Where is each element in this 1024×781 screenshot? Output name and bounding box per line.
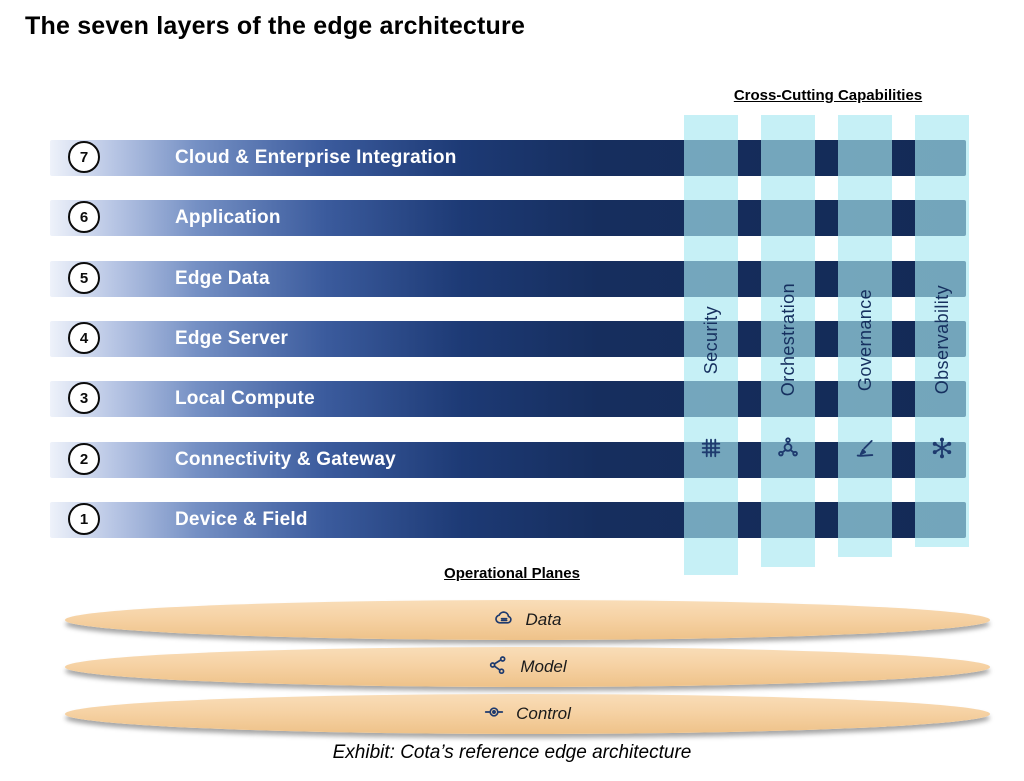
plane-row-control: Control (65, 694, 990, 734)
capability-column-governance: Governance (838, 115, 892, 557)
layer-number-badge: 6 (68, 201, 100, 233)
network-nodes-icon (488, 655, 508, 680)
layer-row-6: 6 Application (50, 200, 966, 236)
capability-label: Governance (854, 288, 875, 392)
layer-row-7: 7 Cloud & Enterprise Integration (50, 140, 966, 176)
layer-label: Application (175, 207, 281, 228)
page-title: The seven layers of the edge architectur… (25, 12, 526, 40)
plane-row-model: Model (65, 647, 990, 687)
layer-number-badge: 5 (68, 262, 100, 294)
capability-label: Security (700, 305, 721, 375)
plane-label: Control (516, 704, 571, 723)
capability-label: Orchestration (777, 283, 798, 397)
capability-label: Observability (931, 285, 952, 395)
plane-row-data: Data (65, 600, 990, 640)
layer-row-2: 2 Connectivity & Gateway (50, 442, 966, 478)
layer-label: Edge Server (175, 328, 289, 349)
plane-label: Model (520, 657, 567, 676)
layer-row-5: 5 Edge Data (50, 261, 966, 297)
layer-number-badge: 2 (68, 443, 100, 475)
exhibit-caption: Exhibit: Cota’s reference edge architect… (332, 742, 692, 763)
capability-label-wrap: Observability (915, 235, 969, 445)
layer-number-badge: 1 (68, 503, 100, 535)
layer-row-3: 3 Local Compute (50, 381, 966, 417)
layer-number-badge: 7 (68, 141, 100, 173)
gear-network-icon (761, 437, 815, 459)
capability-column-orchestration: Orchestration (761, 115, 815, 567)
layer-label: Device & Field (175, 509, 308, 530)
layer-label: Local Compute (175, 388, 315, 409)
capability-label-wrap: Orchestration (761, 235, 815, 445)
layer-number-badge: 4 (68, 322, 100, 354)
layer-number-badge: 3 (68, 382, 100, 414)
plane-label: Data (525, 610, 562, 629)
capability-column-security: Security (684, 115, 738, 575)
control-dial-icon (484, 702, 504, 727)
grid-icon (684, 437, 738, 459)
operational-planes-header: Operational Planes (444, 565, 580, 582)
cross-cutting-header: Cross-Cutting Capabilities (733, 87, 923, 104)
snowflake-icon (915, 437, 969, 459)
layer-row-1: 1 Device & Field (50, 502, 966, 538)
layer-row-4: 4 Edge Server (50, 321, 966, 357)
cloud-database-icon (494, 608, 514, 633)
capability-column-observability: Observability (915, 115, 969, 547)
layer-label: Connectivity & Gateway (175, 449, 396, 470)
layer-label: Edge Data (175, 268, 270, 289)
writing-hand-icon (838, 437, 892, 459)
capability-label-wrap: Governance (838, 235, 892, 445)
layer-label: Cloud & Enterprise Integration (175, 147, 457, 168)
capability-label-wrap: Security (684, 235, 738, 445)
